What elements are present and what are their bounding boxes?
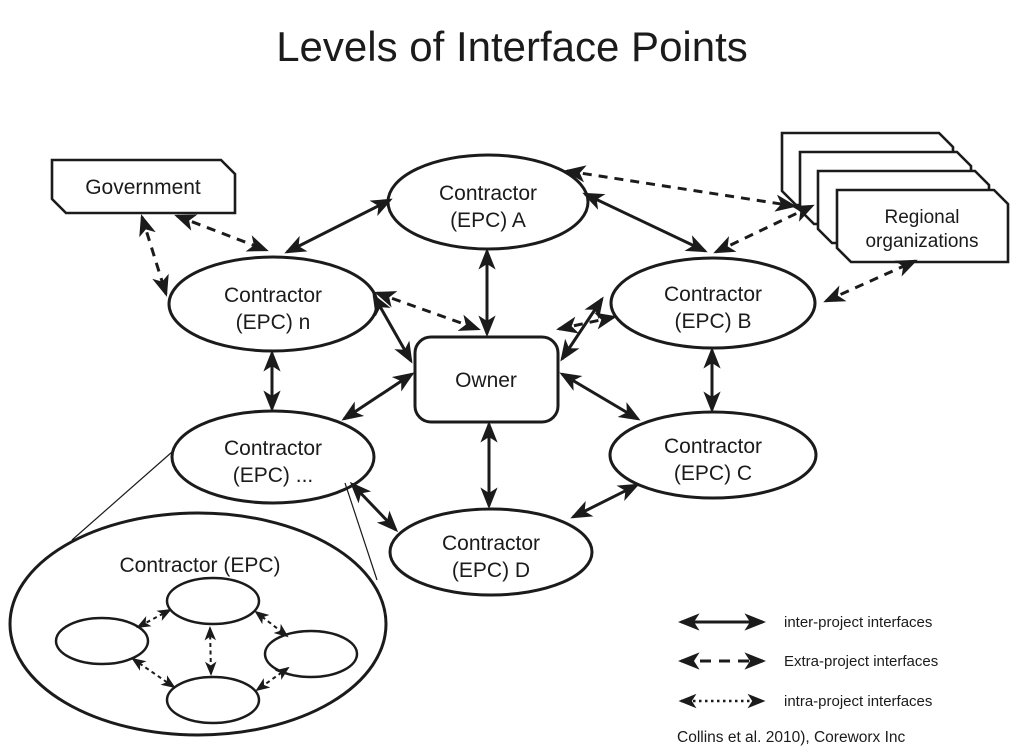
- legend-intra-label: intra-project interfaces: [784, 693, 932, 710]
- subteam-ellipse-top: [165, 576, 261, 626]
- owner-label: Owner: [455, 369, 517, 392]
- node-contractor-b: Contractor (EPC) B: [609, 256, 817, 350]
- node-owner: Owner: [413, 335, 560, 424]
- contractor-c-label-line1: Contractor: [664, 435, 762, 458]
- edge-a-b: [582, 192, 708, 253]
- edge-c-d: [570, 483, 640, 519]
- edge-more-d: [349, 481, 399, 533]
- contractor-n-label-line2: (EPC) n: [236, 311, 311, 334]
- regional-stack-plaque-front: [835, 188, 1010, 264]
- contractor-a-label-line1: Contractor: [439, 182, 537, 205]
- contractor-c-label-line2: (EPC) C: [674, 462, 752, 485]
- regional-label-line1: Regional: [885, 207, 960, 228]
- edge-n-owner: [372, 293, 413, 364]
- contractor-d-label-line1: Contractor: [442, 532, 540, 555]
- node-government: Government: [50, 158, 237, 215]
- contractor-b-label-line1: Contractor: [664, 283, 762, 306]
- edge-gov-n-right: [174, 214, 269, 252]
- government-label: Government: [85, 176, 201, 199]
- node-contractor-a: Contractor (EPC) A: [386, 153, 590, 251]
- node-contractor-d: Contractor (EPC) D: [388, 507, 594, 597]
- edge-b-owner: [560, 296, 604, 362]
- node-contractor-detail: Contractor (EPC): [8, 511, 388, 737]
- node-contractor-n: Contractor (EPC) n: [167, 255, 379, 353]
- legend-extra-label: Extra-project interfaces: [784, 653, 938, 670]
- page-title: Levels of Interface Points: [276, 23, 748, 70]
- regional-label-line2: organizations: [865, 231, 978, 252]
- edge-b-regional-top: [713, 204, 815, 254]
- contractor-more-label-line1: Contractor: [224, 437, 322, 460]
- subteam-ellipse-bottom: [165, 675, 261, 725]
- contractor-d-label-line2: (EPC) D: [452, 559, 530, 582]
- edge-intra-top-left: [136, 609, 172, 628]
- subteam-ellipse-left: [54, 616, 150, 666]
- edge-intra-top-bottom: [204, 625, 217, 677]
- contractor-n-label-line1: Contractor: [224, 284, 322, 307]
- node-contractor-more: Contractor (EPC) ...: [170, 409, 376, 505]
- contractor-more-label-line2: (EPC) ...: [233, 464, 314, 487]
- edge-a-regional: [564, 165, 797, 212]
- edge-n-a: [284, 198, 393, 254]
- edge-owner-c: [559, 372, 641, 421]
- contractor-a-label-line2: (EPC) A: [450, 209, 526, 232]
- edge-n-owner-dashed: [374, 291, 481, 331]
- callout-line-left: [71, 451, 173, 541]
- government-plaque-shape: [50, 158, 237, 215]
- edge-intra-right-bottom: [255, 666, 290, 692]
- edge-intra-top-right: [254, 610, 289, 638]
- edges-extra-project: [139, 165, 918, 334]
- edge-gov-n-left: [139, 214, 169, 297]
- edge-owner-more: [341, 372, 415, 421]
- node-regional-organizations: Regional organizations: [780, 131, 1010, 264]
- node-contractor-c: Contractor (EPC) C: [608, 410, 818, 500]
- subteam-ellipse-right: [263, 629, 359, 679]
- edge-intra-left-bottom: [131, 657, 176, 689]
- legend-inter-label: inter-project interfaces: [784, 614, 932, 631]
- contractor-b-label-line2: (EPC) B: [674, 310, 751, 333]
- legend: inter-project interfaces Extra-project i…: [677, 613, 938, 746]
- contractor-detail-label: Contractor (EPC): [119, 554, 280, 577]
- attribution-text: Collins et al. 2010), Coreworx Inc: [677, 729, 906, 746]
- edge-b-regional-side: [823, 259, 918, 303]
